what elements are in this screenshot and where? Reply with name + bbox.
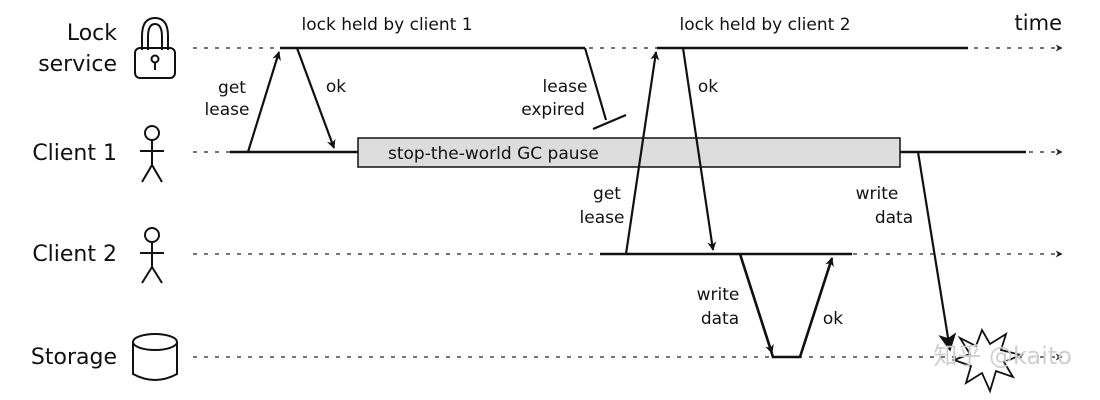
lease-expired-label-line1: lease — [543, 77, 588, 97]
lock-held-client-1-label: lock held by client 1 — [301, 15, 472, 35]
gc-pause-label: stop-the-world GC pause — [388, 144, 599, 164]
time-axis-label: time — [1015, 11, 1062, 35]
client-2-write-data-label-line2: data — [701, 309, 739, 329]
client-2-get-lease-label-line1: get — [593, 184, 621, 204]
ok-to-client-1-arrow — [295, 47, 336, 149]
client-1-write-data-label-line1: write — [856, 184, 899, 204]
client-2-write-data-label-line1: write — [697, 285, 740, 305]
lane-label-client-2: Client 2 — [32, 242, 117, 267]
person-icon — [140, 227, 164, 284]
cylinder-icon — [132, 333, 178, 381]
lane-label-storage: Storage — [31, 345, 117, 370]
client-1-get-lease-arrow — [246, 51, 281, 153]
client-2-write-path — [738, 253, 834, 359]
watermark: 知乎 @kaito — [933, 342, 1072, 370]
client-1-get-lease-label-line1: get — [218, 78, 246, 98]
client-1-write-data-label-line2: data — [875, 208, 913, 228]
client-1-get-lease-label-line2: lease — [205, 100, 250, 120]
lane-label-lock-service-line2: service — [38, 52, 117, 77]
lane-label-client-1: Client 1 — [32, 141, 117, 166]
ok-to-client-1-label: ok — [326, 77, 346, 97]
lock-held-client-2-label: lock held by client 2 — [679, 15, 850, 35]
ok-to-client-2-arrow — [681, 47, 717, 251]
padlock-icon — [134, 16, 176, 79]
lane-label-lock-service-line1: Lock — [67, 21, 117, 46]
client-2-get-lease-arrow — [624, 51, 660, 255]
client-2-get-lease-label-line2: lease — [580, 208, 625, 228]
gc-pause-box — [357, 137, 901, 168]
client-2-write-data-arrow — [738, 253, 774, 354]
lease-expired-cross-icon — [592, 113, 627, 131]
lease-expiry-line — [583, 47, 608, 121]
storage-ok-arrow — [798, 257, 834, 358]
explosion-icon — [951, 327, 1024, 394]
ok-to-client-2-label: ok — [698, 77, 718, 97]
storage-ok-label: ok — [823, 309, 843, 329]
person-icon — [140, 125, 164, 183]
lease-expired-label-line2: expired — [521, 100, 585, 120]
client-1-write-data-arrow — [916, 151, 957, 352]
